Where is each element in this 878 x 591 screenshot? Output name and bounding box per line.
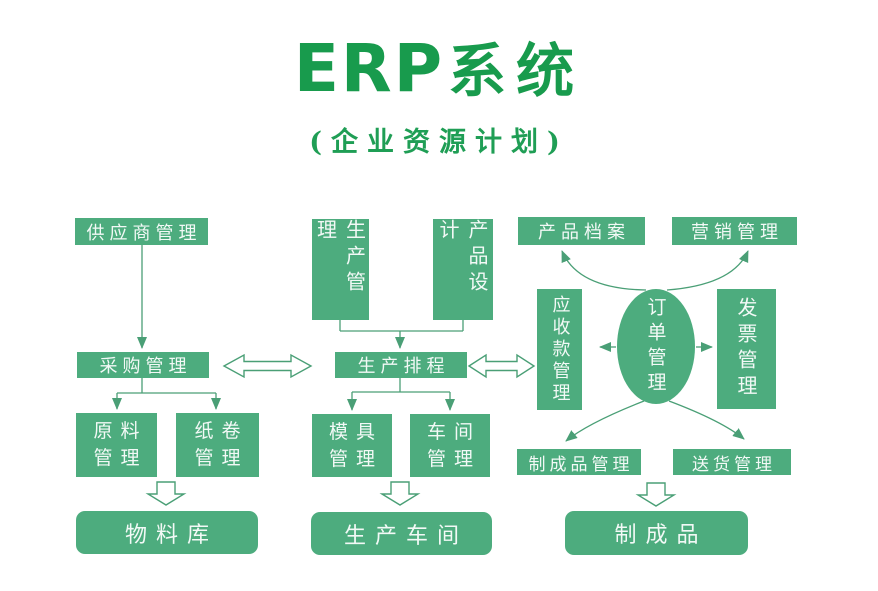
node-finished-goods-mgmt: 制成品管理 xyxy=(517,449,641,475)
node-order-mgmt-ellipse: 订单管理 xyxy=(617,289,695,404)
title-zh-text: 系统 xyxy=(448,37,585,105)
connector-purchasing-split xyxy=(117,378,216,394)
workshop-line1: 车间 xyxy=(426,420,481,443)
raw-material-line2: 管理 xyxy=(93,447,148,469)
double-arrow-purchasing-scheduling xyxy=(222,353,313,379)
page-title: ERP系统 xyxy=(0,26,878,129)
arc-order-to-delivery xyxy=(668,400,745,440)
mold-line1: 模具 xyxy=(328,420,383,443)
node-production-scheduling: 生产排程 xyxy=(335,352,467,378)
down-arrow-to-production-workshop xyxy=(379,481,421,506)
node-material-warehouse: 物料库 xyxy=(76,511,258,554)
node-product-design: 产品设计 xyxy=(433,219,493,320)
node-supplier-mgmt: 供应商管理 xyxy=(75,218,208,245)
node-marketing-mgmt: 营销管理 xyxy=(672,217,797,245)
node-invoice-mgmt: 发票管理 xyxy=(717,289,776,409)
down-arrow-to-material-warehouse xyxy=(145,481,187,506)
double-arrow-scheduling-receivables xyxy=(467,353,536,379)
node-finished-goods: 制成品 xyxy=(565,511,748,555)
connector-production-merge xyxy=(339,320,464,332)
page-subtitle: (企业资源计划) xyxy=(309,127,569,158)
node-raw-material-mgmt: 原料 管理 xyxy=(76,413,157,477)
title-erp-text: ERP xyxy=(293,30,445,107)
node-receivables-mgmt: 应收款管理 xyxy=(537,289,582,410)
arc-order-to-marketing xyxy=(666,250,749,291)
connector-scheduling-split xyxy=(352,378,450,393)
down-arrow-to-finished-goods xyxy=(635,482,677,507)
node-delivery-mgmt: 送货管理 xyxy=(673,449,791,475)
node-purchasing-mgmt: 采购管理 xyxy=(77,352,209,378)
raw-material-line1: 原料 xyxy=(93,420,148,442)
arc-order-to-finished-goods-mgmt xyxy=(565,400,645,442)
node-production-mgmt: 生产管理 xyxy=(312,219,369,320)
paper-roll-line1: 纸卷 xyxy=(194,420,249,442)
workshop-line2: 管理 xyxy=(426,447,481,470)
node-production-workshop: 生产车间 xyxy=(311,512,492,555)
node-workshop-mgmt: 车间 管理 xyxy=(410,414,490,477)
node-product-archive: 产品档案 xyxy=(518,217,645,245)
mold-line2: 管理 xyxy=(328,447,383,470)
node-paper-roll-mgmt: 纸卷 管理 xyxy=(176,413,259,477)
node-mold-mgmt: 模具 管理 xyxy=(312,414,392,477)
paper-roll-line2: 管理 xyxy=(194,447,249,469)
arc-order-to-product-archive xyxy=(561,250,647,291)
